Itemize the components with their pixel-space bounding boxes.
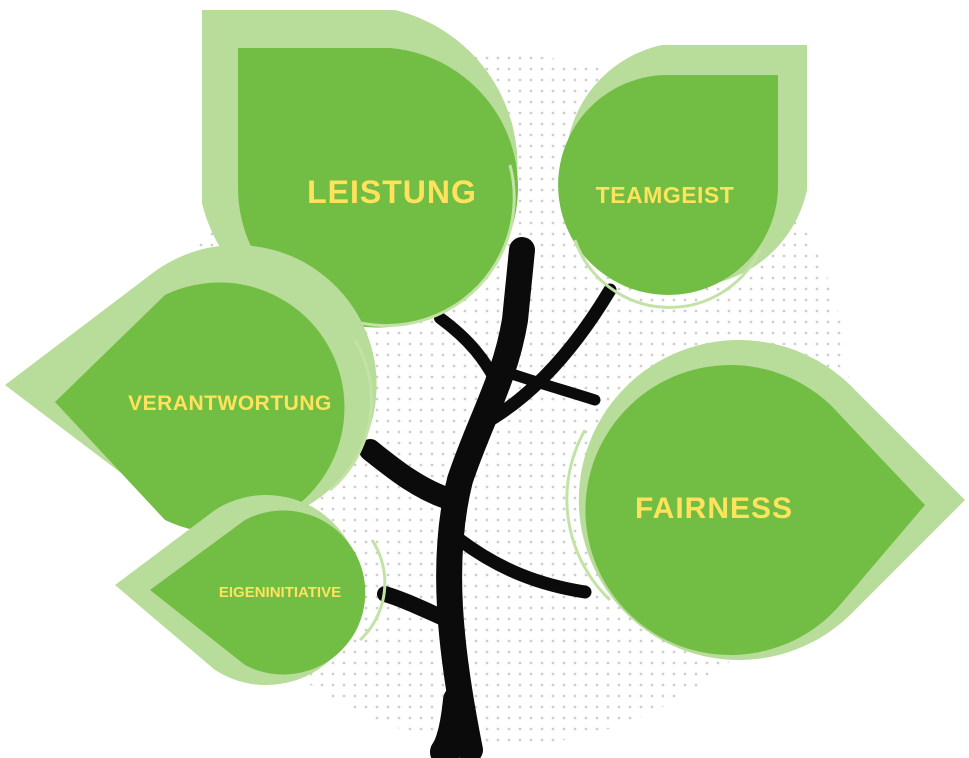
leaf-fairness-inner	[585, 365, 925, 656]
branch-fairness-lower	[453, 533, 592, 599]
branch-teamgeist	[483, 283, 617, 427]
leaf-eigeninitiative-inner	[150, 510, 366, 675]
leaf-verantwortung-inner	[55, 282, 345, 533]
tree-trunk	[359, 237, 617, 758]
trunk-base	[430, 685, 473, 758]
leaf-verantwortung: VERANTWORTUNG	[5, 244, 377, 533]
leaf-fairness-highlight	[565, 429, 612, 602]
leaf-verantwortung-highlight	[329, 339, 373, 492]
branch-verantwortung	[359, 439, 463, 511]
leaf-leistung-label: LEISTUNG	[307, 174, 477, 210]
leaf-eigeninitiative-label: EIGENINITIATIVE	[219, 584, 341, 601]
leaf-verantwortung-label: VERANTWORTUNG	[128, 392, 332, 415]
leaf-fairness: FAIRNESS	[565, 340, 965, 661]
leaf-leistung: LEISTUNG	[202, 10, 518, 328]
leaf-teamgeist-label: TEAMGEIST	[596, 182, 735, 208]
trunk-main	[436, 237, 535, 758]
leaf-teamgeist: TEAMGEIST	[558, 45, 807, 309]
leaf-teamgeist-inner	[558, 75, 778, 295]
branch-leistung	[434, 312, 504, 391]
branch-fairness-upper	[509, 369, 601, 406]
leaf-teamgeist-highlight	[573, 239, 762, 309]
branch-eigeninitiative	[377, 586, 456, 628]
leaf-fairness-label: FAIRNESS	[635, 492, 793, 525]
leaf-eigeninitiative: EIGENINITIATIVE	[115, 494, 387, 685]
leaf-eigeninitiative-highlight	[358, 539, 387, 642]
leaf-leistung-inner	[237, 48, 518, 328]
